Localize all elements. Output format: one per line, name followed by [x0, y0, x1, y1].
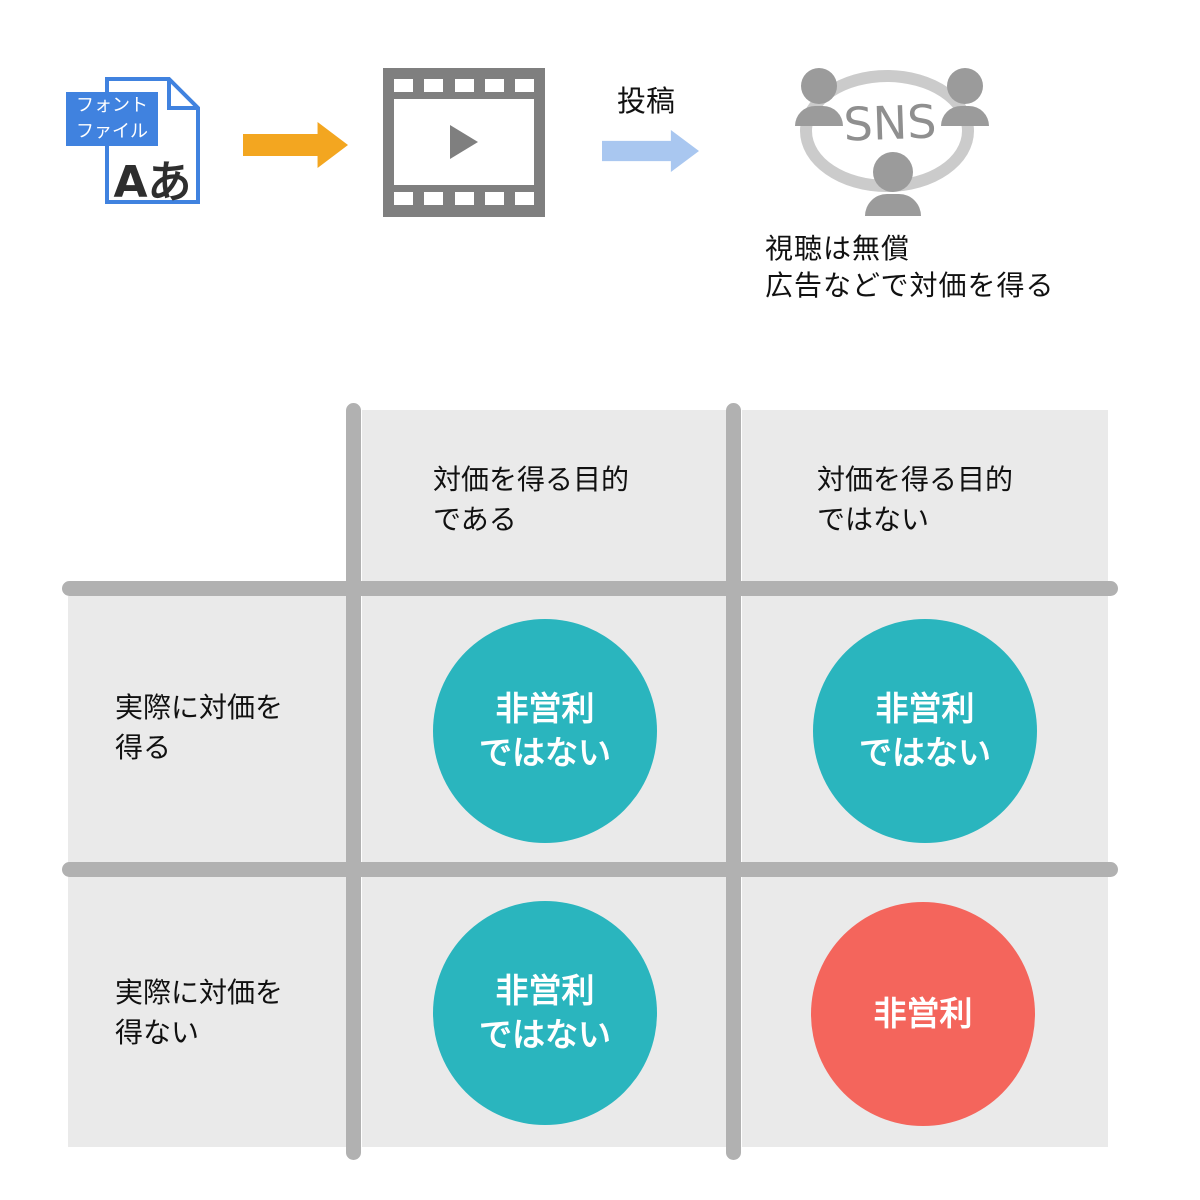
sns-caption-line1: 視聴は無償: [765, 232, 911, 265]
convert-arrow-icon: [243, 122, 348, 168]
font-file-badge-line1: フォント: [76, 95, 148, 116]
result-circle-r2c2: 非営利: [811, 902, 1035, 1126]
post-arrow-icon: [602, 130, 699, 172]
grid-vertical-bar-1: [346, 403, 361, 1160]
font-file-badge-line2: ファイル: [76, 121, 148, 142]
sns-caption-line2: 広告などで対価を得る: [765, 269, 1055, 302]
film-sprocket-bottom: [394, 192, 534, 205]
film-sprocket-top: [394, 79, 534, 92]
column-header-1: 対価を得る目的 である: [433, 463, 630, 536]
column-header-2: 対価を得る目的 ではない: [817, 463, 1014, 536]
font-file-badge: フォント ファイル: [66, 92, 158, 146]
video-film-icon: [383, 68, 545, 217]
result-circle-r2c1: 非営利 ではない: [433, 901, 657, 1125]
post-arrow-label: 投稿: [617, 84, 676, 118]
row-header-2: 実際に対価を 得ない: [115, 976, 284, 1049]
result-circle-r1c1: 非営利 ではない: [433, 619, 657, 843]
font-sample-text: Aあ: [113, 157, 192, 208]
sns-label: SNS: [842, 94, 938, 152]
grid-horizontal-bar-1: [62, 581, 1118, 596]
row-header-1: 実際に対価を 得る: [115, 691, 284, 764]
sns-caption: 視聴は無償 広告などで対価を得る: [765, 230, 1054, 304]
grid-vertical-bar-2: [726, 403, 741, 1160]
grid-horizontal-bar-2: [62, 862, 1118, 877]
result-circle-r1c2: 非営利 ではない: [813, 619, 1037, 843]
play-icon: [450, 125, 478, 159]
